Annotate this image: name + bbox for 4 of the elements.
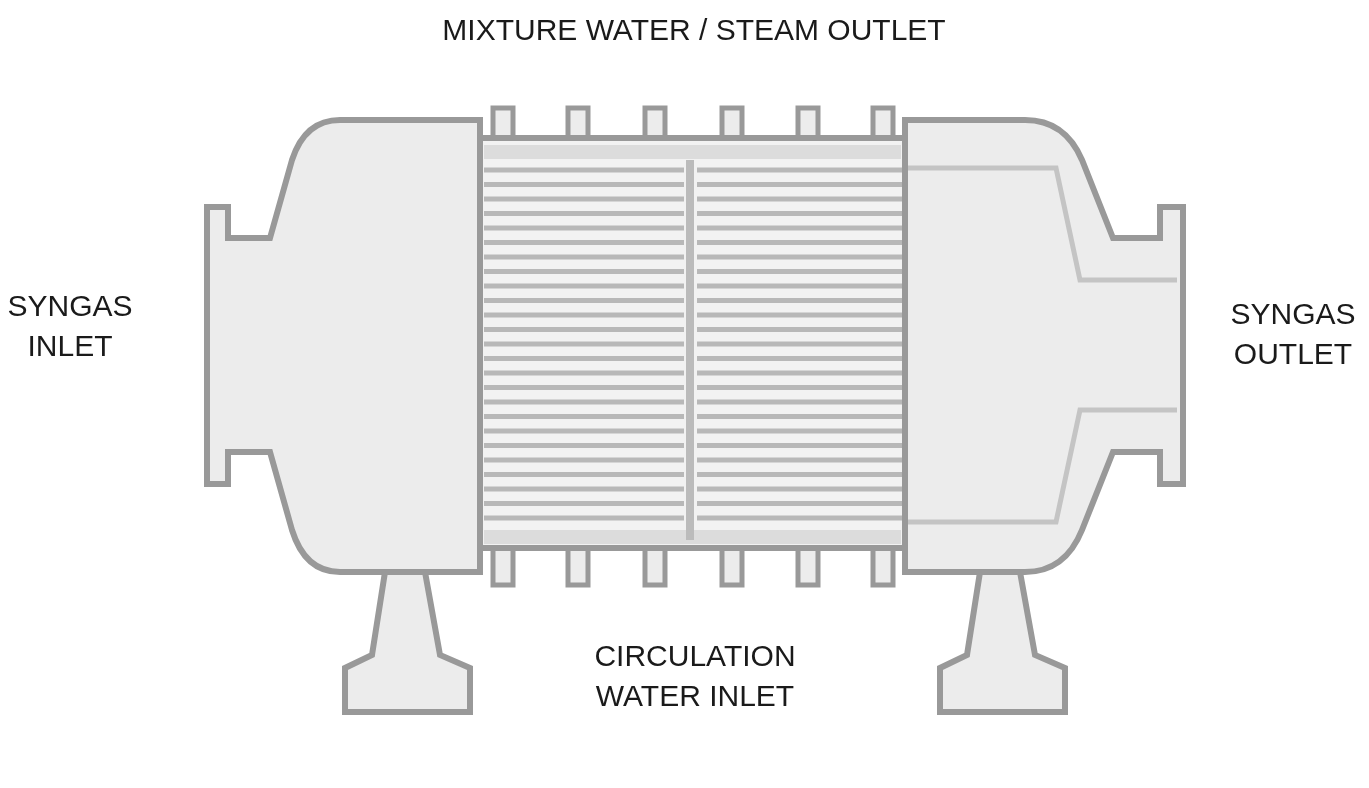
part-label: CIRCULATION WATER INLET	[593, 638, 797, 714]
part-label: SYNGAS INLET	[6, 288, 134, 364]
part-label: SYNGAS OUTLET	[1229, 296, 1357, 372]
part-label: MIXTURE WATER / STEAM OUTLET	[441, 12, 947, 48]
